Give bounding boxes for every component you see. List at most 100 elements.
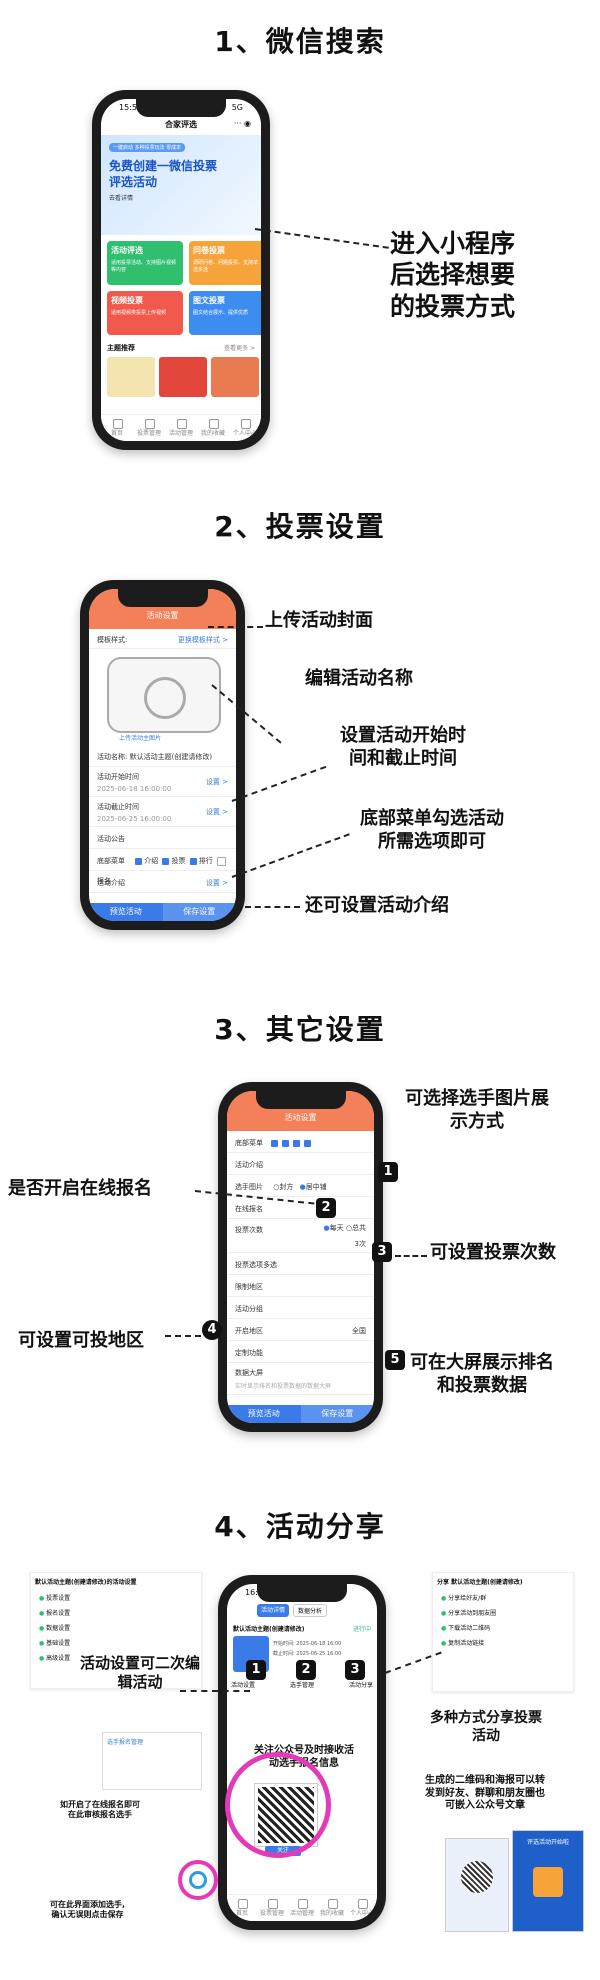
capsule-menu-icon[interactable]: ··· ◉ [233,119,251,128]
left-item[interactable]: ● 基础设置 [39,1640,71,1647]
region-value[interactable]: 全国 [352,1327,366,1335]
card-video-vote[interactable]: 视频投票 适用视频类投票上传视频 [107,291,183,335]
callout-line [208,626,263,628]
left-item[interactable]: ● 高级设置 [39,1655,71,1662]
set-link[interactable]: 设置 > [205,808,228,816]
end-time-row[interactable]: 活动截止时间 2025-06-25 16:00:00 设置 > [89,799,236,827]
tab-activity-manage[interactable]: 活动管理 [287,1895,317,1921]
checkbox-icon[interactable] [271,1139,279,1147]
tab-vote-manage[interactable]: 投票管理 [133,415,165,441]
menu-opt-vote[interactable]: 投票 [160,857,185,865]
row-region-limit[interactable]: 限制地区 [227,1277,374,1297]
left-item[interactable]: ● 数据设置 [39,1625,71,1632]
row-intro[interactable]: 活动介绍 [227,1155,374,1175]
row-label: 选手图片 [235,1183,263,1191]
right-item[interactable]: ● 分享活动到朋友圈 [441,1610,497,1617]
pic-opt-2[interactable]: ●居中铺 [299,1183,327,1191]
name-value[interactable]: 默认活动主题(创建请修改) [129,753,213,761]
left-item[interactable]: ● 报名设置 [39,1610,71,1617]
tab-activity-manage[interactable]: 活动管理 [165,415,197,441]
theme-thumb-2[interactable] [159,357,207,397]
card-activity-vote[interactable]: 活动评选 适用投票活动、支持图片视频等内容 [107,241,183,285]
set-link[interactable]: 设置 > [205,778,228,786]
callout-text: 可在大屏展示排名 [410,1352,554,1373]
row-online-signup[interactable]: 在线报名 [227,1199,374,1219]
menu-opt-rank[interactable]: 排行 [188,857,213,865]
callout-text: 后选择想要 [390,260,516,290]
vote-period-options[interactable]: ●每天 ○总共 [323,1224,366,1232]
right-item[interactable]: ● 下载活动二维码 [441,1625,491,1632]
tab-favorites[interactable]: 我的收藏 [317,1895,347,1921]
card-questionnaire-vote[interactable]: 问卷投票 调研问卷、问题投票、支持单选多选 [189,241,261,285]
right-item[interactable]: ● 复制活动链接 [441,1640,485,1647]
phone-mockup-vote-settings: 活动设置 模板样式: 更换模板样式 > 上传活动主图片 活动名称: 默认活动主题… [80,580,245,930]
theme-thumb-3[interactable] [211,357,259,397]
theme-thumb-1[interactable] [107,357,155,397]
camera-icon[interactable] [107,657,221,733]
banner[interactable]: 一键启动 多种投票玩法 零成本 免费创建一微信投票 评选活动 去看详情 [101,135,261,235]
intro-row[interactable]: 活动介绍 设置 > [89,873,236,893]
callout-online-signup: 是否开启在线报名 [8,1178,152,1199]
right-header: 分享 默认活动主题(创建请修改) [437,1579,523,1586]
callout-text: 所需选项即可 [378,830,486,852]
bottom-action-bar: 预览活动 保存设置 [227,1405,374,1423]
row-custom[interactable]: 定制功能 [227,1343,374,1363]
banner-tag: 一键启动 多种投票玩法 零成本 [109,143,186,152]
tab-vote-manage[interactable]: 投票管理 [257,1895,287,1921]
card-image-text-vote[interactable]: 图文投票 图文结合展示、提供优质 [189,291,261,335]
set-link[interactable]: 设置 > [205,879,228,887]
template-row[interactable]: 模板样式: 更换模板样式 > [89,631,236,649]
poster-title: 评选活动开始啦 [526,1839,569,1846]
add-player-icon[interactable] [189,1871,207,1889]
tab-profile[interactable]: 个人中心 [347,1895,377,1921]
row-big-screen[interactable]: 数据大屏 实时显示排名和投票数据的数据大屏 [227,1365,374,1395]
tab-home[interactable]: 首页 [101,415,133,441]
name-row[interactable]: 活动名称: 默认活动主题(创建请修改) [89,747,236,767]
end-value[interactable]: 2025-06-25 16:00:00 [97,815,172,823]
row-open-region[interactable]: 开启地区 全国 [227,1321,374,1341]
section-title-2: 2、投票设置 [214,510,386,543]
activity-share-button[interactable]: 活动分享 [348,1682,373,1689]
callout-player-pic: 可选择选手图片展 示方式 [405,1088,549,1133]
callout-text: 如开启了在线报名即可 [60,1800,140,1809]
left-item[interactable]: ● 投票设置 [39,1595,71,1602]
preview-button[interactable]: 预览活动 [227,1405,301,1423]
pic-opt-1[interactable]: ○封方 [273,1183,294,1191]
save-button[interactable]: 保存设置 [300,1405,374,1423]
callout-text: 间和截止时间 [349,747,457,769]
save-button[interactable]: 保存设置 [162,903,236,921]
start-value[interactable]: 2025-06-18 16:00:00 [97,785,172,793]
checkbox-icon[interactable] [282,1139,290,1147]
menu-opt-signup[interactable]: 报名 [97,856,228,885]
tab-favorites[interactable]: 我的收藏 [197,415,229,441]
menu-opt-intro[interactable]: 介绍 [133,857,158,865]
callout-1: 进入小程序 后选择想要 的投票方式 [390,228,515,322]
qr-code [461,1861,493,1893]
activity-settings-button[interactable]: 活动设置 [231,1682,256,1689]
callout-line [254,228,389,249]
tab-data-analysis[interactable]: 数据分析 [293,1604,328,1617]
player-manage-button[interactable]: 选手管理 [289,1682,314,1689]
checkbox-icon[interactable] [293,1139,301,1147]
row-multi-select[interactable]: 投票选项多选 [227,1255,374,1275]
checkbox-icon[interactable] [304,1139,312,1147]
tab-home[interactable]: 首页 [227,1895,257,1921]
recommend-more-link[interactable]: 查看更多 > [224,345,255,352]
phone-screen: 16:00 活动详情 数据分析 默认活动主题(创建请修改) 进行中 开始时间: … [227,1584,377,1921]
row-label: 开启地区 [235,1327,263,1335]
tab-activity-detail[interactable]: 活动详情 [257,1604,290,1617]
card-title: 图文投票 [193,296,225,305]
vote-count-value[interactable]: 3次 [354,1240,366,1248]
tab-profile[interactable]: 个人中心 [229,415,261,441]
card-desc: 适用视频类投票上传视频 [111,310,167,316]
upload-label[interactable]: 上传活动主图片 [119,735,162,742]
section-title-3: 3、其它设置 [214,1013,386,1046]
right-item[interactable]: ● 分享给好友/群 [441,1595,487,1602]
start-time-row[interactable]: 活动开始时间 2025-06-18 16:00:00 设置 > [89,769,236,797]
notice-row[interactable]: 活动公告 [89,829,236,849]
template-action[interactable]: 更换模板样式 > [177,636,228,644]
callout-line [395,1255,427,1257]
preview-button[interactable]: 预览活动 [89,903,163,921]
row-group[interactable]: 活动分组 [227,1299,374,1319]
callout-text: 生成的二维码和海报可以转 [425,1775,545,1786]
